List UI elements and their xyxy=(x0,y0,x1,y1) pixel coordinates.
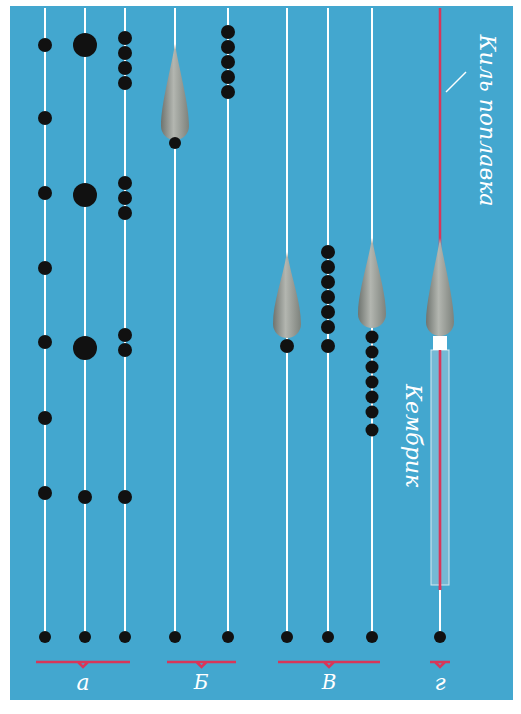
float xyxy=(273,252,301,338)
sinker-dot xyxy=(118,490,132,504)
sinker-dot xyxy=(39,631,51,643)
sinker-dot xyxy=(169,631,181,643)
sinker-dot xyxy=(366,631,378,643)
sinker-dot xyxy=(366,424,379,437)
sinker-dot xyxy=(118,191,132,205)
sinker-dot xyxy=(321,320,335,334)
sinker-dot xyxy=(366,346,379,359)
sinker-dot xyxy=(321,245,335,259)
sinker-dot xyxy=(73,336,97,360)
sinker-dot xyxy=(221,85,235,99)
sinker-dot xyxy=(321,290,335,304)
cambric-ring xyxy=(433,336,447,350)
fishing-line xyxy=(227,8,229,637)
sinker-dot xyxy=(169,137,181,149)
sinker-dot xyxy=(38,411,52,425)
sinker-dot xyxy=(321,339,335,353)
leader-line xyxy=(446,72,466,92)
sinker-dot xyxy=(118,206,132,220)
sinker-dot xyxy=(221,40,235,54)
sinker-dot xyxy=(322,631,334,643)
group-letter: г xyxy=(434,670,445,695)
sinker-dot xyxy=(366,331,379,344)
sinker-dot xyxy=(221,25,235,39)
sinker-dot xyxy=(118,46,132,60)
sinker-dot xyxy=(118,31,132,45)
sinker-dot xyxy=(221,55,235,69)
sinker-dot xyxy=(38,261,52,275)
sinker-dot xyxy=(281,631,293,643)
sinker-dot xyxy=(78,490,92,504)
group-bracket xyxy=(430,662,450,667)
sinker-dot xyxy=(73,183,97,207)
sinker-dot xyxy=(118,328,132,342)
sinker-dot xyxy=(38,111,52,125)
sinker-dot xyxy=(366,406,379,419)
sinker-dot xyxy=(119,631,131,643)
sinker-dot xyxy=(38,38,52,52)
fishing-line xyxy=(124,8,126,637)
sinker-dot xyxy=(366,361,379,374)
sinker-dot xyxy=(321,305,335,319)
group-letter: В xyxy=(322,670,337,694)
float xyxy=(426,238,454,336)
sinker-dot xyxy=(118,343,132,357)
sinker-dot xyxy=(118,76,132,90)
sinker-dot xyxy=(222,631,234,643)
sinker-dot xyxy=(79,631,91,643)
group-letter: а xyxy=(76,670,89,695)
part-label: Киль поплавка xyxy=(475,34,500,206)
group-bracket xyxy=(36,662,130,667)
sinker-dot xyxy=(280,339,294,353)
sinker-dot xyxy=(118,176,132,190)
float xyxy=(161,44,189,140)
float-keel xyxy=(439,350,442,590)
sinker-dot xyxy=(38,186,52,200)
sinker-dot xyxy=(321,275,335,289)
group-bracket xyxy=(278,662,380,667)
sinker-dot xyxy=(434,631,446,643)
sinker-dot xyxy=(221,70,235,84)
fishing-line xyxy=(44,8,46,637)
sinker-dot xyxy=(366,376,379,389)
sinker-dot xyxy=(321,260,335,274)
sinker-dot xyxy=(73,33,97,57)
sinker-dot xyxy=(38,486,52,500)
group-bracket xyxy=(167,662,236,667)
sinker-dot xyxy=(366,391,379,404)
part-label: Кембрик xyxy=(401,383,426,486)
fishing-line xyxy=(84,8,86,637)
group-letter: Б xyxy=(194,670,209,694)
sinker-dot xyxy=(118,61,132,75)
float xyxy=(358,238,386,328)
sinker-dot xyxy=(38,335,52,349)
blue-panel xyxy=(10,6,513,700)
